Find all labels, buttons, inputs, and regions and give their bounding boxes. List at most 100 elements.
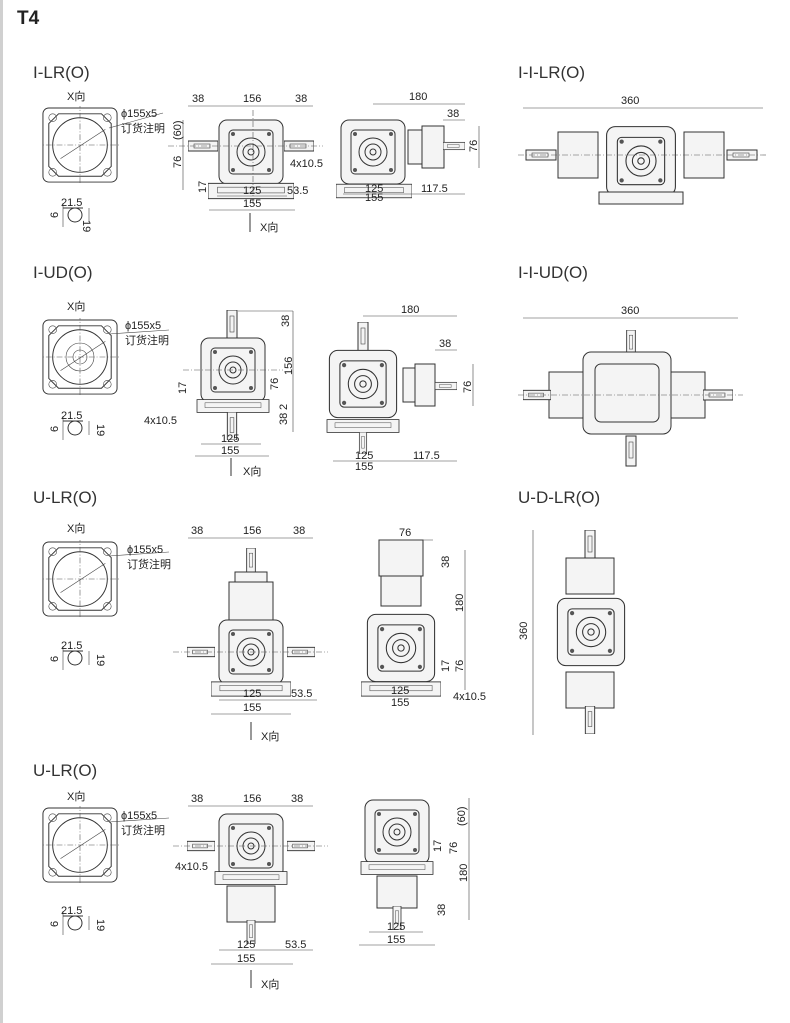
dim-60: (60)	[456, 806, 468, 826]
dim-360: 360	[621, 305, 639, 317]
dim-17: 17	[440, 660, 452, 672]
dim-155: 155	[237, 953, 255, 965]
dim-53-5: 53.5	[291, 688, 312, 700]
dim-125: 125	[237, 939, 255, 951]
dim-156: 156	[243, 793, 261, 805]
x-direction-arrow-label: X向	[260, 220, 278, 234]
section-title: I-LR(O)	[33, 63, 90, 82]
phi-label: ϕ155x5	[121, 810, 157, 822]
section-i-ud-o: I-UD(O) X向 ϕ155x5 订货注明 21.5 6 19 38 156 …	[33, 263, 474, 478]
flange-view	[41, 540, 119, 618]
dim-76: 76	[172, 156, 184, 168]
dim-360: 360	[518, 622, 530, 640]
section-i-i-ud-o: I-I-UD(O) 360	[518, 263, 743, 467]
front-view	[173, 537, 328, 715]
front-view	[173, 805, 328, 965]
section-title: U-D-LR(O)	[518, 488, 600, 507]
dim-holes: 4x10.5	[175, 861, 208, 873]
section-title: U-LR(O)	[33, 488, 97, 507]
key-6: 6	[49, 656, 61, 662]
section-i-lr-o: I-LR(O) X向 ϕ155x5 订货注明 21.5 6 19 38 156 …	[33, 63, 480, 234]
x-direction-arrow-label: X向	[261, 977, 279, 991]
dim-60: (60)	[172, 120, 184, 140]
dim-38-top: 38	[280, 315, 292, 327]
section-u-lr-o: U-LR(O) X向 ϕ155x5 订货注明 21.5 6 19 38 156 …	[33, 488, 486, 743]
dim-156: 156	[243, 93, 261, 105]
x-direction-label: X向	[67, 89, 85, 103]
dim-38-left: 38	[192, 93, 204, 105]
dim-125: 125	[243, 185, 261, 197]
dim-180: 180	[458, 864, 470, 882]
dim-180: 180	[409, 91, 427, 103]
front-view	[183, 310, 294, 457]
section-i-i-lr-o: I-I-LR(O) 360	[518, 63, 768, 205]
side-view	[326, 315, 474, 462]
key-width: 21.5	[61, 410, 82, 422]
dim-76-top: 76	[399, 527, 411, 539]
dim-117-5: 117.5	[421, 183, 448, 195]
technical-drawing: T4 I-LR(O) X向 ϕ155x5 订货注明 21.5 6 19 38 1…	[17, 8, 768, 991]
dim-155: 155	[221, 445, 239, 457]
flange-view	[41, 106, 119, 184]
order-note-label: 订货注明	[121, 121, 165, 135]
dim-155: 155	[243, 198, 261, 210]
x-direction-label: X向	[67, 299, 85, 313]
key-width: 21.5	[61, 640, 82, 652]
flange-view	[41, 806, 119, 884]
key-width: 21.5	[61, 905, 82, 917]
dim-125: 125	[221, 433, 239, 445]
dim-76: 76	[454, 660, 466, 672]
dim-17: 17	[177, 382, 189, 394]
dim-38-bottom: 38	[278, 413, 290, 425]
dim-38-left: 38	[191, 793, 203, 805]
section-title: U-LR(O)	[33, 761, 97, 780]
phi-label: ϕ155x5	[125, 320, 161, 332]
side-view	[336, 103, 480, 199]
x-direction-label: X向	[67, 521, 85, 535]
dim-125: 125	[391, 685, 409, 697]
dim-38-right: 38	[293, 525, 305, 537]
dim-17: 17	[197, 181, 209, 193]
dim-125: 125	[365, 183, 383, 195]
dim-38: 38	[440, 556, 452, 568]
dim-holes: 4x10.5	[290, 158, 323, 170]
dim-38-left: 38	[191, 525, 203, 537]
side-view	[361, 539, 466, 697]
x-direction-label: X向	[67, 789, 85, 803]
dim-155: 155	[365, 192, 383, 204]
dim-156: 156	[243, 525, 261, 537]
section-u-d-lr-o: U-D-LR(O) 360	[518, 488, 626, 735]
dim-125: 125	[387, 921, 405, 933]
dim-holes: 4x10.5	[453, 691, 486, 703]
dim-38: 38	[436, 904, 448, 916]
dim-125: 125	[243, 688, 261, 700]
dim-38: 38	[447, 108, 459, 120]
key-6: 6	[49, 212, 61, 218]
dim-76: 76	[269, 378, 281, 390]
flange-view	[41, 318, 119, 396]
dim-76: 76	[462, 381, 474, 393]
key-19: 19	[94, 919, 106, 931]
x-direction-arrow-label: X向	[261, 729, 279, 743]
order-note-label: 订货注明	[125, 333, 169, 347]
phi-label: ϕ155x5	[121, 108, 157, 120]
x-direction-arrow-label: X向	[243, 464, 261, 478]
key-6: 6	[49, 426, 61, 432]
dim-76: 76	[468, 140, 480, 152]
dim-holes: 4x10.5	[144, 415, 177, 427]
dim-2: 2	[278, 404, 290, 410]
key-width: 21.5	[61, 197, 82, 209]
order-note-label: 订货注明	[127, 557, 171, 571]
section-title: I-I-LR(O)	[518, 63, 585, 82]
dim-180: 180	[454, 594, 466, 612]
dim-180: 180	[401, 304, 419, 316]
dim-38-right: 38	[291, 793, 303, 805]
dim-38: 38	[439, 338, 451, 350]
front-view	[168, 105, 323, 211]
key-19: 19	[80, 220, 92, 232]
dim-76: 76	[448, 842, 460, 854]
order-note-label: 订货注明	[121, 823, 165, 837]
dim-156: 156	[283, 357, 295, 375]
dim-155: 155	[387, 934, 405, 946]
dim-155: 155	[243, 702, 261, 714]
